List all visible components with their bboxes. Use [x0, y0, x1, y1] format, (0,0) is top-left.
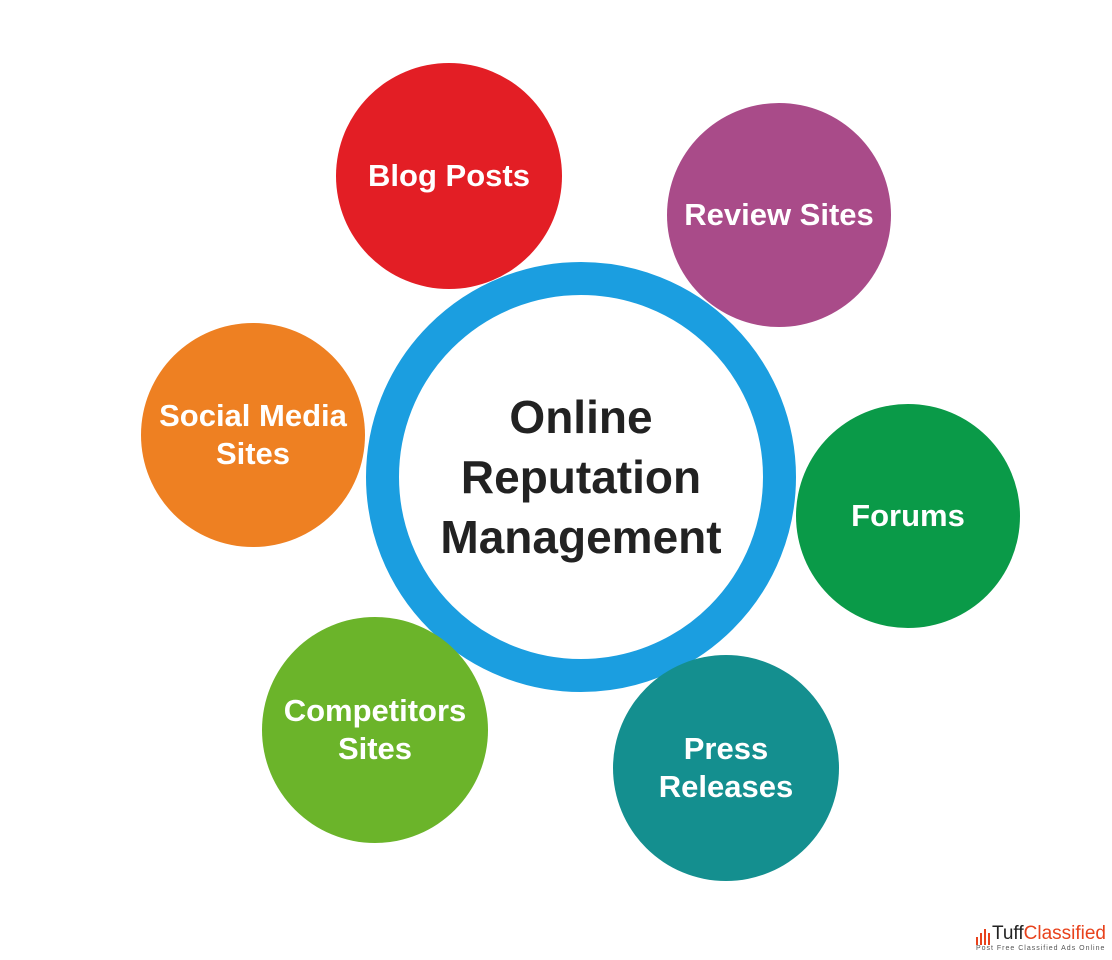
node-label: Competitors	[283, 693, 467, 728]
center-title-line: Reputation	[460, 451, 702, 503]
center-title-line: Management	[440, 511, 722, 563]
node-label: Blog Posts	[368, 158, 530, 193]
node-forums: Forums	[796, 404, 1020, 628]
node-label: Social Media	[159, 398, 347, 433]
node-review-sites: Review Sites	[667, 103, 891, 327]
brand-part-a: Tuff	[991, 923, 1024, 944]
node-label: Press	[683, 731, 769, 766]
center-title-line: Online	[509, 391, 653, 443]
brand-part-b: Classified	[1023, 923, 1106, 944]
node-blog-posts: Blog Posts	[336, 63, 562, 289]
node-label: Review Sites	[684, 197, 874, 232]
node-label: Releases	[658, 769, 794, 804]
node-label: Sites	[215, 436, 291, 471]
watermark-tagline: Post Free Classified Ads Online	[975, 945, 1106, 952]
node-label: Sites	[337, 731, 413, 766]
bar-chart-logo-icon	[975, 929, 990, 945]
node-label: Forums	[851, 498, 965, 533]
